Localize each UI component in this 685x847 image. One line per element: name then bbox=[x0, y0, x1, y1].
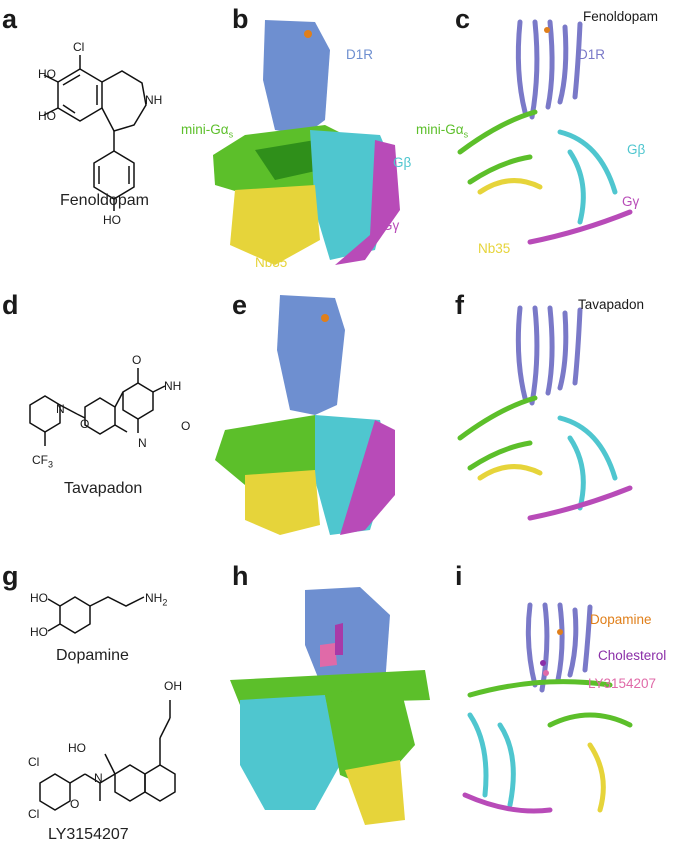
ly-cl2: Cl bbox=[28, 807, 40, 821]
fenoldopam-ho1: HO bbox=[38, 67, 56, 81]
label-d1r-b: D1R bbox=[346, 47, 374, 62]
panel-letter-i: i bbox=[455, 561, 463, 591]
label-nb35-c: Nb35 bbox=[478, 241, 511, 256]
label-fenoldopam-c: Fenoldopam bbox=[583, 9, 659, 24]
panel-letter-b: b bbox=[232, 4, 249, 34]
tavapadon-caption: Tavapadon bbox=[64, 480, 143, 497]
panel-letter-a: a bbox=[2, 4, 18, 34]
label-mini-ga-c: mini-Gαs bbox=[416, 122, 469, 140]
panel-letter-h: h bbox=[232, 561, 249, 591]
dopamine-structure bbox=[47, 596, 145, 634]
panel-letter-f: f bbox=[455, 290, 464, 320]
fenoldopam-ho3: HO bbox=[103, 213, 121, 227]
label-gg-c: Gγ bbox=[622, 194, 640, 209]
fenoldopam-ho2: HO bbox=[38, 109, 56, 123]
label-tavapadon-f: Tavapadon bbox=[578, 297, 645, 312]
ly3154207-caption: LY3154207 bbox=[48, 826, 129, 843]
dopamine-caption: Dopamine bbox=[56, 647, 129, 664]
ly-n: N bbox=[94, 771, 103, 785]
dopamine-ho1: HO bbox=[30, 591, 48, 605]
tavapadon-n-ring: N bbox=[138, 436, 147, 450]
label-gg-b: Gγ bbox=[382, 218, 400, 233]
label-cholesterol-i: Cholesterol bbox=[598, 648, 667, 663]
cryoem-map-e bbox=[215, 295, 395, 535]
fenoldopam-structure bbox=[43, 55, 147, 211]
tavapadon-cf3: CF3 bbox=[32, 453, 54, 470]
label-d1r-c: D1R bbox=[578, 47, 606, 62]
panel-letter-c: c bbox=[455, 4, 471, 34]
ly-oh: OH bbox=[164, 679, 182, 693]
label-mini-ga-b: mini-Gαs bbox=[181, 122, 234, 140]
ly-cl1: Cl bbox=[28, 755, 40, 769]
label-ly3154207-i: LY3154207 bbox=[588, 676, 657, 691]
panel-letter-g: g bbox=[2, 561, 19, 591]
fenoldopam-cl: Cl bbox=[73, 40, 85, 54]
dopamine-ho2: HO bbox=[30, 625, 48, 639]
fenoldopam-nh: NH bbox=[145, 93, 163, 107]
label-gb-c: Gβ bbox=[627, 142, 646, 157]
label-dopamine-i: Dopamine bbox=[590, 612, 652, 627]
ribbon-model-f bbox=[457, 305, 633, 521]
cryoem-map-b bbox=[213, 20, 400, 265]
ribbon-model-c bbox=[457, 19, 633, 245]
tavapadon-n-pyr: N bbox=[56, 402, 65, 416]
ly3154207-structure bbox=[39, 700, 176, 811]
tavapadon-o-link: O bbox=[80, 417, 90, 431]
tavapadon-nh: NH bbox=[164, 379, 182, 393]
label-gb-b: Gβ bbox=[393, 155, 412, 170]
fenoldopam-caption: Fenoldopam bbox=[60, 192, 149, 209]
panel-letter-d: d bbox=[2, 290, 19, 320]
ly-o: O bbox=[70, 797, 80, 811]
tavapadon-structure bbox=[29, 368, 166, 446]
ribbon-model-i bbox=[462, 602, 633, 814]
tavapadon-o-top: O bbox=[132, 353, 142, 367]
label-nb35-b: Nb35 bbox=[255, 255, 288, 270]
dopamine-nh2: NH2 bbox=[145, 591, 168, 608]
panel-letter-e: e bbox=[232, 290, 248, 320]
cryoem-map-h bbox=[230, 587, 430, 825]
ly-ho: HO bbox=[68, 741, 86, 755]
tavapadon-o-right: O bbox=[181, 419, 191, 433]
